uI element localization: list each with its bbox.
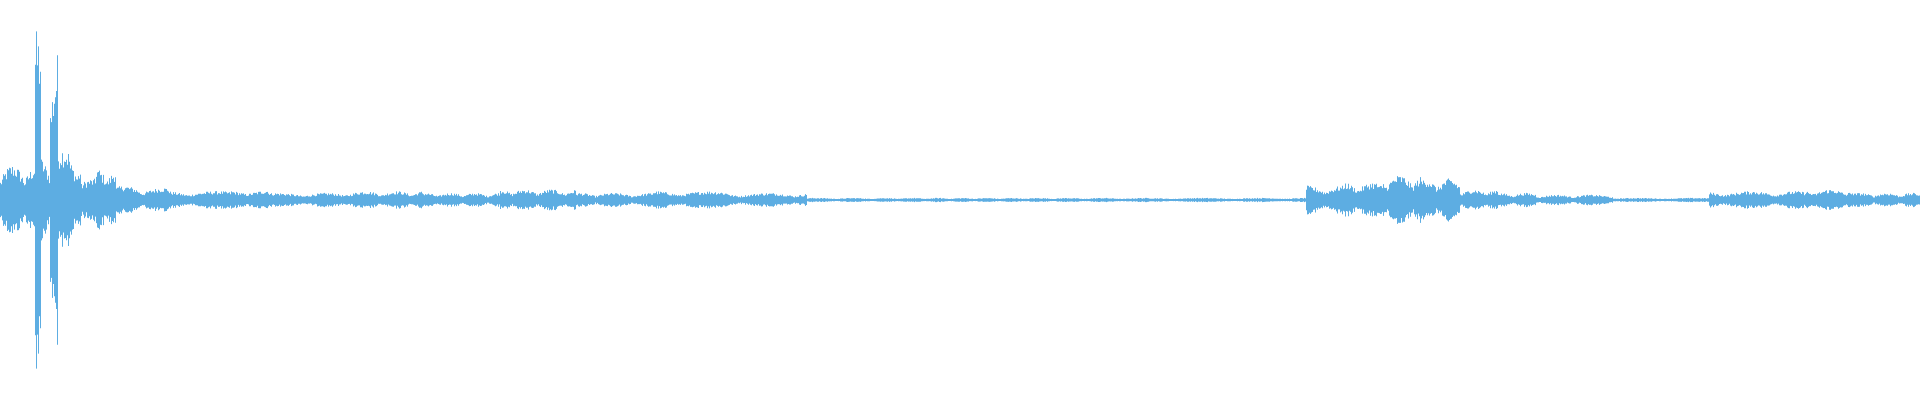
waveform-path — [0, 31, 1920, 369]
waveform-samples — [0, 31, 1920, 369]
